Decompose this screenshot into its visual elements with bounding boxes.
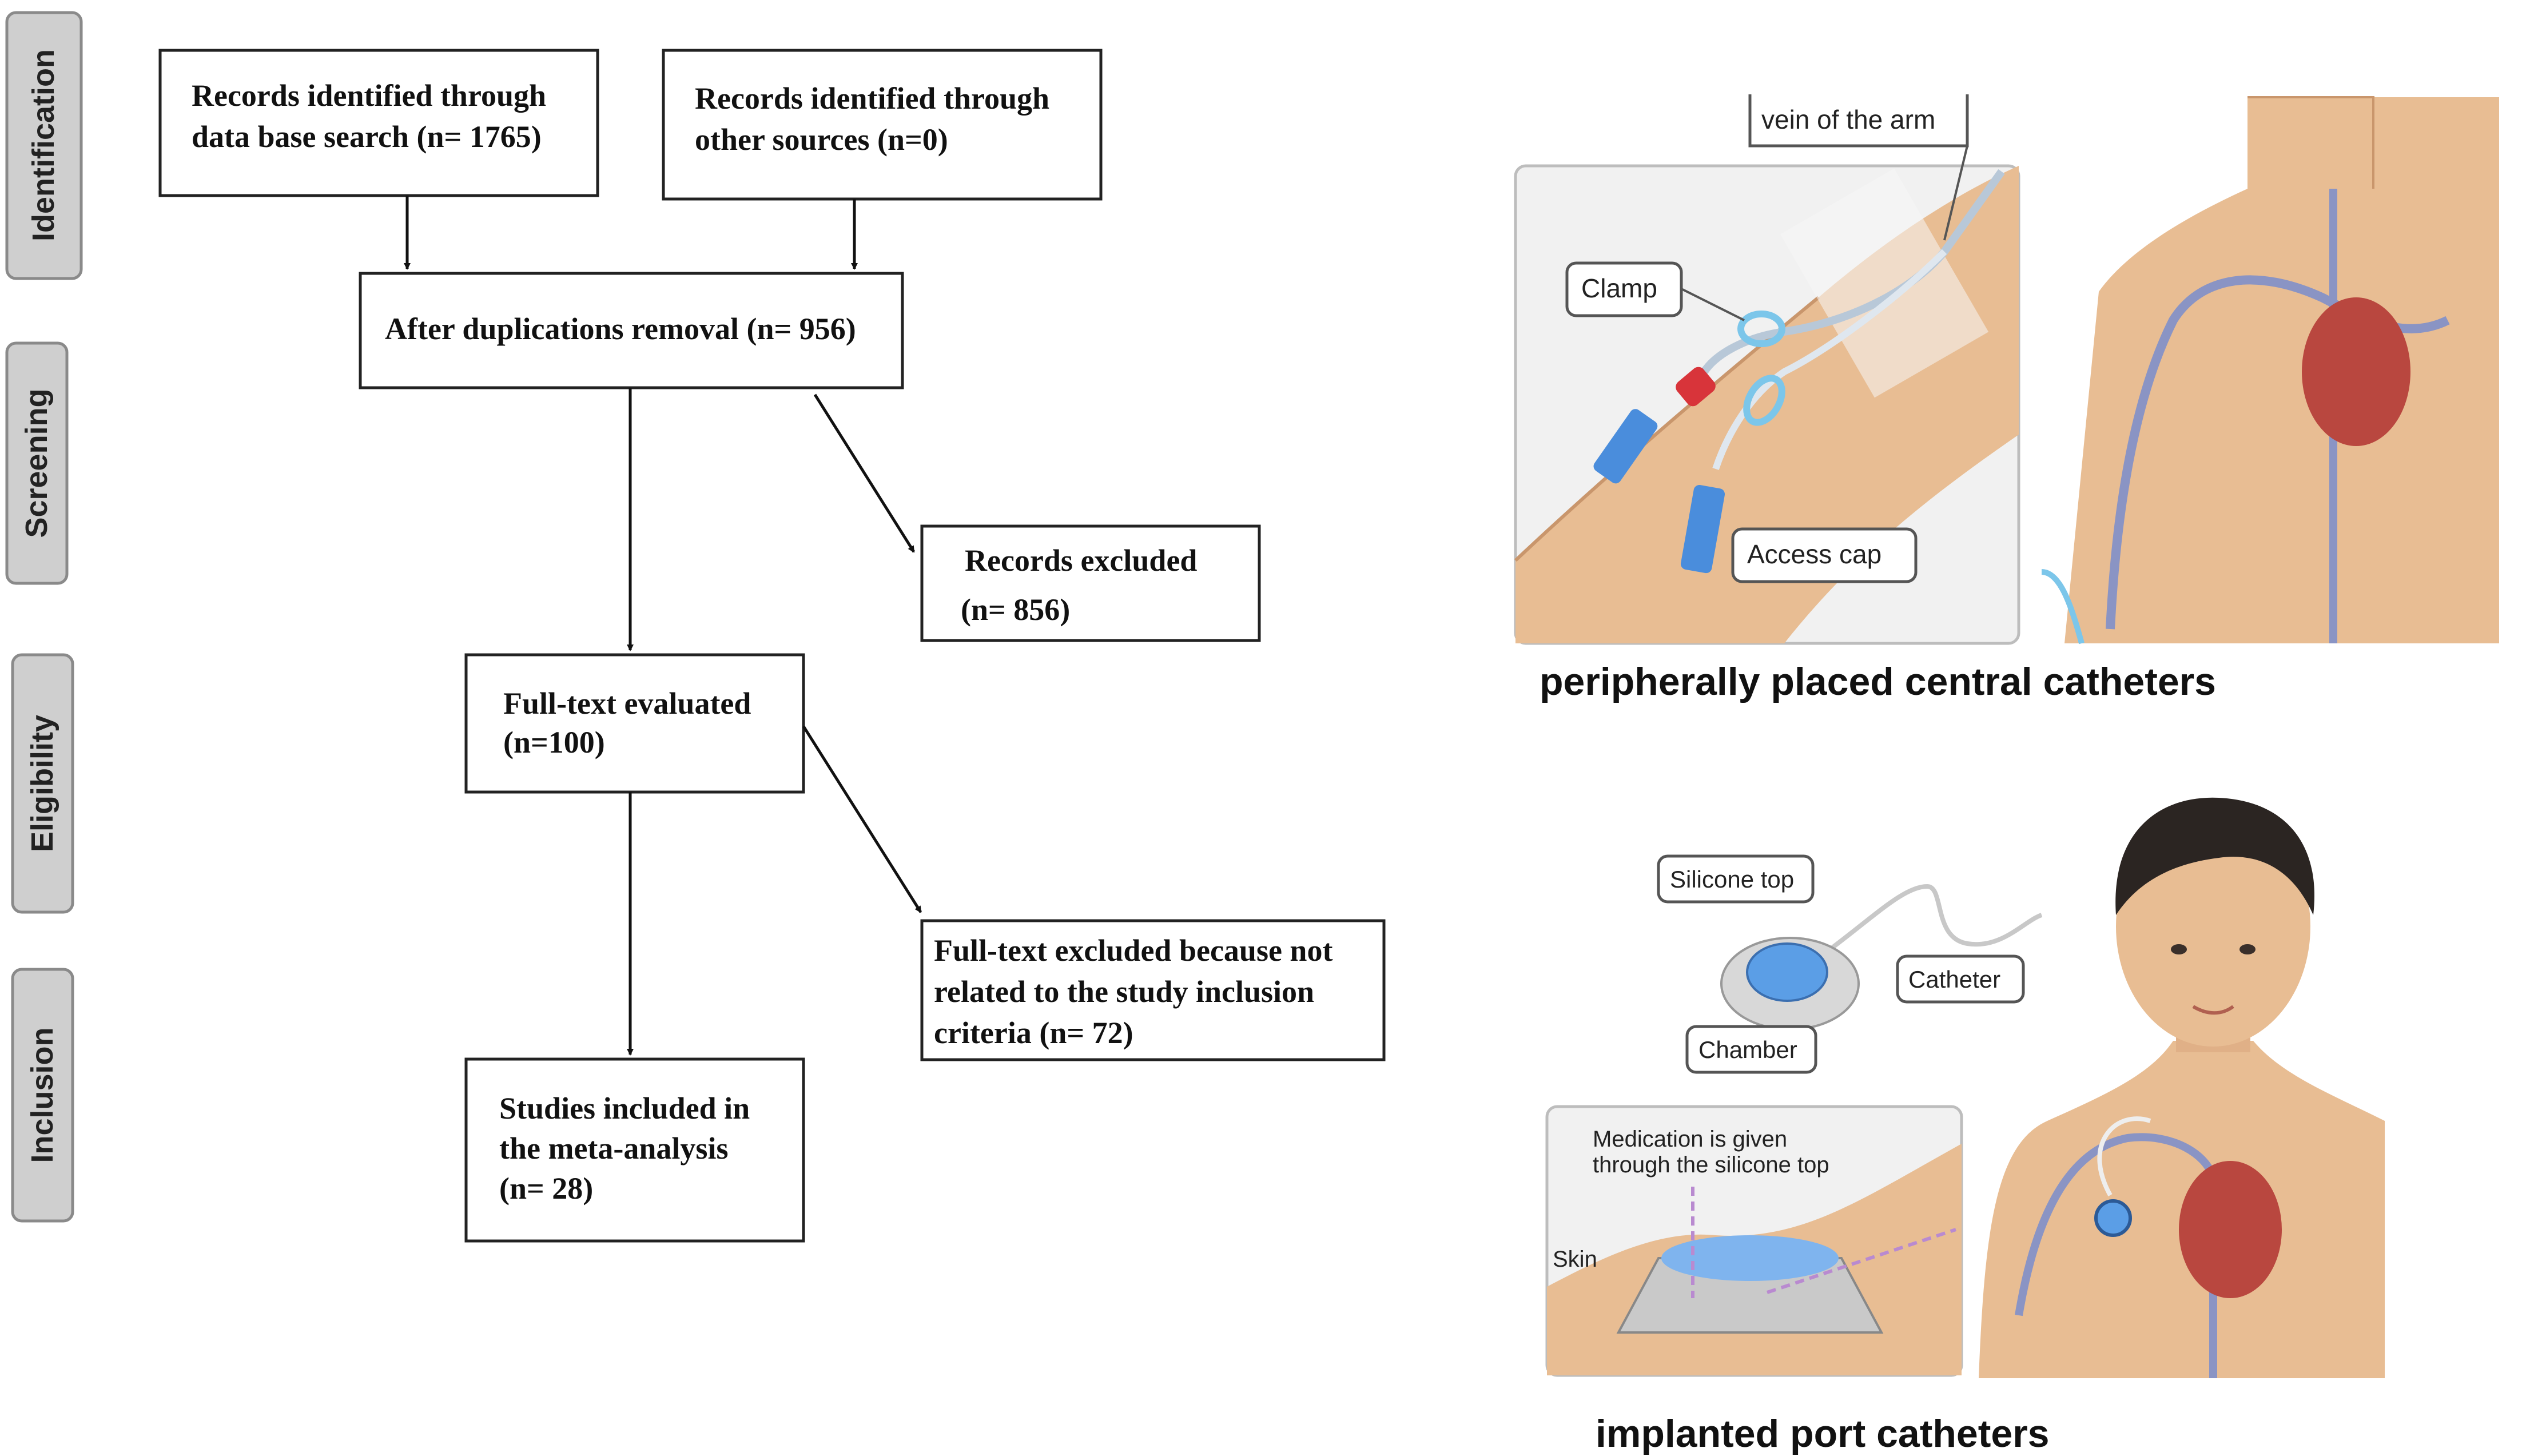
port-illustration: Silicone top Catheter Chamber Medication… xyxy=(1545,797,2385,1455)
other-sources-line1: Records identified through xyxy=(695,81,1049,116)
included-line3: (n= 28) xyxy=(499,1171,593,1206)
box-studies-included: Studies included in the meta-analysis (n… xyxy=(464,1057,805,1243)
dressing xyxy=(1780,168,1989,398)
stage-eligibility: Eligibility xyxy=(11,653,74,914)
port-implant xyxy=(2094,1199,2132,1237)
box-fulltext-evaluated: Full-text evaluated (n=100) xyxy=(464,653,805,794)
label-chamber: Chamber xyxy=(1698,1036,1797,1063)
label-med-line2: through the silicone top xyxy=(1593,1152,1829,1177)
included-line1: Studies included in xyxy=(499,1091,750,1125)
excluded-line2: (n= 856) xyxy=(961,592,1070,627)
db-search-line1: Records identified through xyxy=(192,78,546,113)
stage-inclusion: Inclusion xyxy=(11,968,74,1223)
stage-label-identification: Identification xyxy=(26,49,61,241)
stage-label-screening: Screening xyxy=(19,388,54,538)
caption-picc: peripherally placed central catheters xyxy=(1540,660,2216,703)
label-vein: vein of the arm xyxy=(1761,105,1935,134)
label-med-line1: Medication is given xyxy=(1593,1127,1787,1152)
port-hair xyxy=(2115,797,2315,915)
port-silicone-top xyxy=(1746,942,1828,1002)
fulltext-excluded-line3: criteria (n= 72) xyxy=(934,1016,1133,1050)
port-heart xyxy=(2179,1161,2282,1298)
fulltext-line1: Full-text evaluated xyxy=(503,686,751,721)
other-sources-line2: other sources (n=0) xyxy=(695,122,948,157)
port-catheter-tube xyxy=(1828,884,2043,952)
box-db-search: Records identified through data base sea… xyxy=(158,49,599,197)
caption-port: implanted port catheters xyxy=(1596,1412,2050,1455)
arrow-fulltext-to-excluded xyxy=(802,725,922,913)
box-other-sources: Records identified through other sources… xyxy=(662,49,1103,201)
clamp-1 xyxy=(1737,311,1785,347)
port-vein xyxy=(2015,1133,2217,1378)
label-access: Access cap xyxy=(1747,539,1881,569)
blue-hub-2 xyxy=(1680,485,1725,574)
box-fulltext-excluded: Full-text excluded because not related t… xyxy=(920,919,1386,1061)
after-dup-text: After duplications removal (n= 956) xyxy=(385,312,856,346)
stage-label-eligibility: Eligibility xyxy=(25,715,59,852)
excluded-line1: Records excluded xyxy=(965,543,1197,578)
red-cap xyxy=(1676,367,1716,407)
fulltext-line2: (n=100) xyxy=(503,725,605,759)
fulltext-excluded-line2: related to the study inclusion xyxy=(934,974,1314,1009)
silicone-label-box xyxy=(1657,854,1815,904)
chamber-label-box xyxy=(1685,1025,1817,1074)
label-skin: Skin xyxy=(1553,1247,1597,1272)
stage-label-inclusion: Inclusion xyxy=(25,1027,59,1163)
access-label-box xyxy=(1731,527,1918,583)
db-search-line2: data base search (n= 1765) xyxy=(192,120,542,154)
picc-heart xyxy=(2302,297,2410,446)
box-records-excluded: Records excluded (n= 856) xyxy=(920,524,1261,642)
label-silicone: Silicone top xyxy=(1670,866,1794,893)
stage-identification: Identification xyxy=(5,11,83,280)
label-clamp: Clamp xyxy=(1581,273,1657,303)
clamp-2 xyxy=(1743,375,1785,426)
box-after-duplications: After duplications removal (n= 956) xyxy=(359,272,904,389)
arrow-dedup-to-excluded xyxy=(813,393,916,553)
picc-illustration: vein of the arm Clamp Access cap periphe… xyxy=(1514,94,2499,703)
catheter-label-box xyxy=(1896,954,2025,1004)
fulltext-excluded-line1: Full-text excluded because not xyxy=(934,933,1332,968)
label-catheter: Catheter xyxy=(1908,966,2000,993)
stage-screening: Screening xyxy=(5,341,69,585)
picc-torso xyxy=(2064,97,2499,643)
blue-hub-1 xyxy=(1593,409,1658,484)
included-line2: the meta-analysis xyxy=(499,1131,728,1165)
